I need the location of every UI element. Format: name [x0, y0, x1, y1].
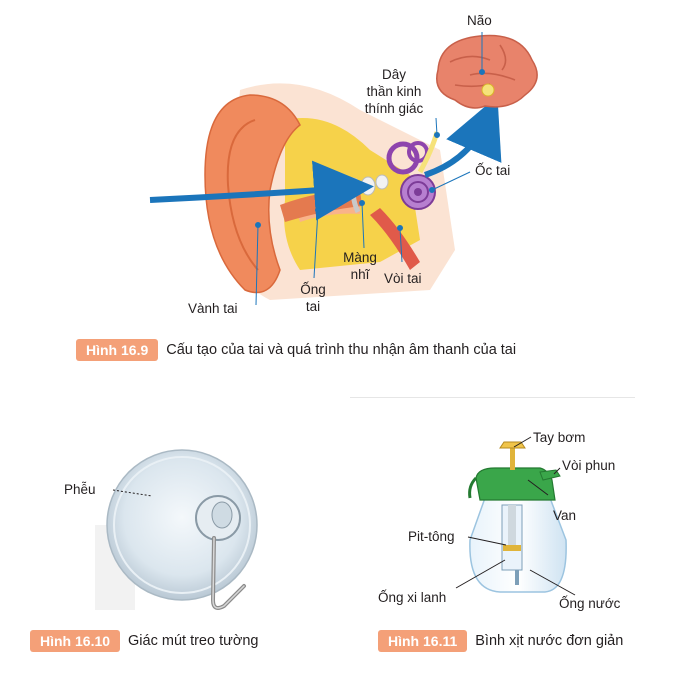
label-day-than-kinh-line3: thính giác: [364, 101, 424, 116]
label-voi-tai: Vòi tai: [384, 271, 422, 286]
sprayer-illustration: [350, 397, 635, 596]
caption-figure-16-9: Hình 16.9 Cấu tạo của tai và quá trình t…: [76, 338, 516, 362]
label-mang-nhi: Màng nhĩ: [336, 249, 384, 283]
ear-illustration: [149, 83, 502, 300]
caption-text-16-10: Giác mút treo tường: [128, 633, 259, 649]
label-ong-nuoc: Ống nước: [559, 596, 621, 611]
label-ong-tai-line1: Ống: [300, 282, 326, 297]
label-tay-bom: Tay bơm: [533, 430, 586, 445]
label-ong-xi-lanh: Ống xi lanh: [378, 590, 447, 605]
sound-arrow-in: [149, 160, 374, 221]
brain-illustration: [436, 34, 538, 109]
caption-text-16-9: Cấu tạo của tai và quá trình thu nhận âm…: [166, 342, 517, 358]
label-nao: Não: [467, 13, 492, 28]
suction-cup-illustration: [95, 449, 258, 610]
caption-figure-16-10: Hình 16.10 Giác mút treo tường: [30, 629, 258, 653]
label-vanh-tai: Vành tai: [188, 301, 238, 316]
label-mang-nhi-line1: Màng: [343, 250, 377, 265]
eustachian-tube-shape: [370, 208, 420, 270]
caption-text-16-11: Bình xịt nước đơn giản: [475, 633, 624, 649]
label-day-than-kinh: Dây thần kinh thính giác: [354, 66, 434, 117]
caption-badge-16-9: Hình 16.9: [76, 339, 159, 361]
label-van: Van: [553, 508, 577, 523]
caption-figure-16-11: Hình 16.11 Bình xịt nước đơn giản: [378, 629, 623, 653]
caption-badge-16-11: Hình 16.11: [378, 630, 468, 652]
label-ong-tai: Ống tai: [292, 281, 334, 315]
label-pit-tong: Pit-tông: [408, 529, 455, 544]
label-ong-tai-line2: tai: [305, 299, 321, 314]
cochlea-shape: [400, 174, 436, 210]
ear-leaders: [255, 32, 485, 306]
label-day-than-kinh-line1: Dây: [381, 67, 406, 82]
caption-badge-16-10: Hình 16.10: [30, 630, 121, 652]
label-mang-nhi-line2: nhĩ: [350, 267, 370, 282]
label-oc-tai: Ốc tai: [475, 163, 511, 178]
label-day-than-kinh-line2: thần kinh: [366, 84, 422, 99]
label-pheu: Phễu: [64, 482, 96, 497]
signal-arrow-brain: [424, 95, 502, 178]
label-voi-phun: Vòi phun: [562, 458, 616, 473]
